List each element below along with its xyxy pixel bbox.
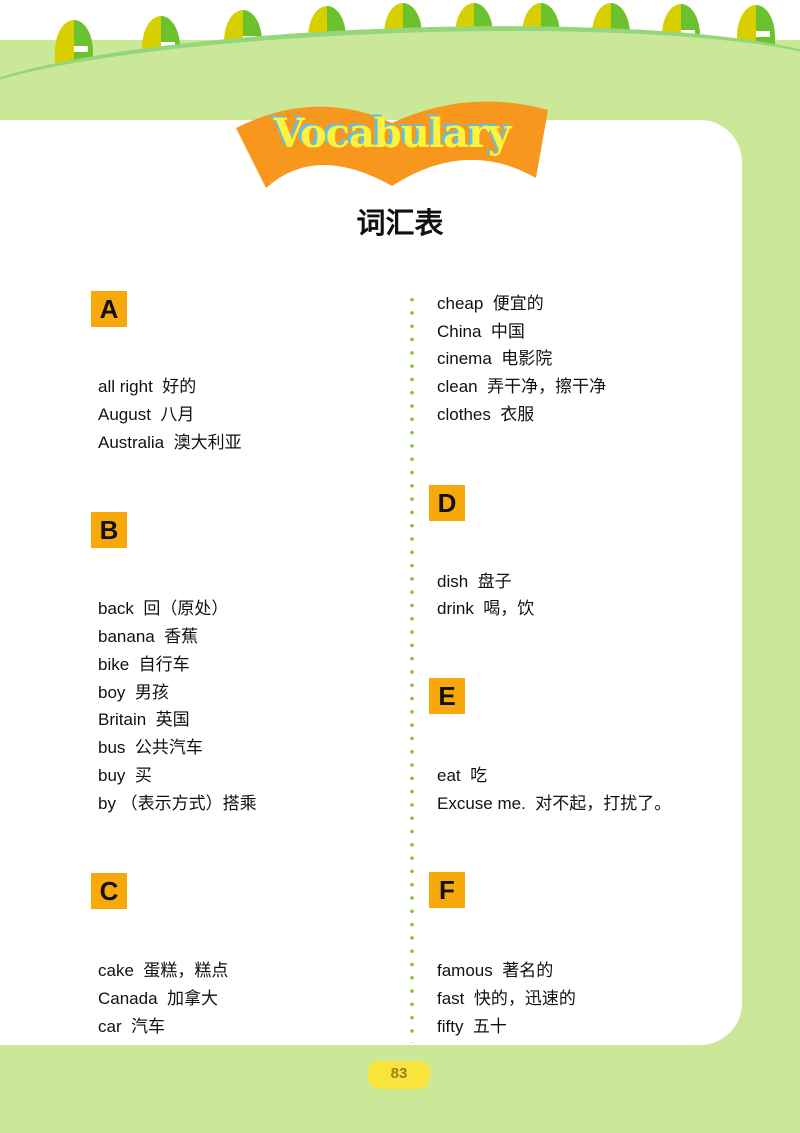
vocab-item: car 汽车 [98, 1017, 166, 1036]
vocab-item: Excuse me. 对不起，打扰了。 [437, 794, 672, 813]
section-letter-d: D [429, 485, 465, 521]
vocab-item: boy 男孩 [98, 683, 169, 702]
vocab-item: cinema 电影院 [437, 349, 553, 368]
vocab-item: fast 快的，迅速的 [437, 989, 576, 1008]
vocab-item: banana 香蕉 [98, 627, 199, 646]
page-number: 83 [390, 1065, 408, 1082]
book-banner-icon [236, 101, 548, 188]
vocab-item: August 八月 [98, 405, 195, 424]
vocab-item: clothes 衣服 [437, 405, 535, 424]
vocab-item: Canada 加拿大 [98, 989, 218, 1008]
vocab-item: bus 公共汽车 [98, 738, 203, 757]
page-title-chinese: 词汇表 [356, 208, 444, 240]
vocab-item: Britain 英国 [98, 710, 190, 729]
vocab-item: cake 蛋糕，糕点 [98, 961, 229, 980]
vocab-item: back 回（原处） [98, 599, 229, 618]
vocab-item: fifty 五十 [437, 1017, 507, 1036]
page-title-english: Vocabulary [273, 110, 512, 157]
vocab-item: bike 自行车 [98, 655, 190, 674]
vocab-item: clean 弄干净，擦干净 [437, 377, 607, 396]
vocab-item: cheap 便宜的 [437, 294, 544, 313]
vocab-item: buy 买 [98, 766, 152, 785]
vocab-item: drink 喝，饮 [437, 599, 535, 618]
vocab-item: Australia 澳大利亚 [98, 433, 242, 452]
vocab-item: by （表示方式）搭乘 [98, 794, 257, 813]
section-letter-e: E [429, 678, 465, 714]
vocab-item: famous 著名的 [437, 961, 554, 980]
vocab-item: dish 盘子 [437, 572, 512, 591]
section-letter-c: C [91, 873, 127, 909]
section-letter-f: F [429, 872, 465, 908]
vocab-item: China 中国 [437, 322, 525, 341]
vocab-item: all right 好的 [98, 377, 197, 396]
section-letter-b: B [91, 512, 127, 548]
vocab-item: eat 吃 [437, 766, 488, 785]
column-divider [410, 293, 414, 1043]
section-letter-a: A [91, 291, 127, 327]
